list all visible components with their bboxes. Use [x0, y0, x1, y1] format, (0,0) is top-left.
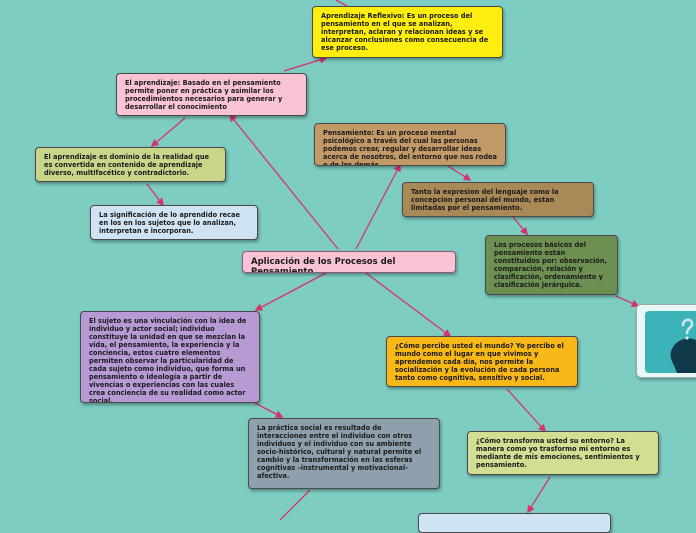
- edge-transforma-bottom: [527, 476, 551, 514]
- edge-central-percibe: [365, 272, 452, 337]
- edge-pensamiento-expresion: [447, 165, 472, 181]
- edge-procesos-image: [615, 295, 640, 307]
- edge-top-offscreen: [335, 0, 348, 7]
- connector-layer: [146, 0, 640, 520]
- node-aprendizaje-dominio[interactable]: El aprendizaje es dominio de la realidad…: [35, 147, 226, 182]
- node-percibe[interactable]: ¿Cómo percibe usted el mundo? Yo percibo…: [386, 336, 578, 387]
- edge-practica-bottom: [279, 489, 311, 520]
- node-procesos-basicos[interactable]: Los procesos básicos del pensamiento est…: [485, 235, 618, 295]
- node-expresion-lenguaje[interactable]: Tanto la expresion del lenguaje como la …: [402, 182, 594, 217]
- node-pensamiento[interactable]: Pensamiento: Es un proceso mental psicol…: [314, 123, 506, 166]
- edge-percibe-transforma: [506, 388, 547, 433]
- edge-aprendizaje-dominio: [150, 117, 186, 148]
- node-significacion[interactable]: La significación de lo aprendido recae e…: [90, 205, 258, 240]
- edge-aprendizaje-reflexivo: [283, 56, 328, 72]
- edge-central-sujeto: [254, 272, 327, 311]
- edge-central-aprendizaje: [229, 113, 339, 250]
- question-head-icon: [645, 311, 696, 373]
- node-practica-social[interactable]: La práctica social es resultado de inter…: [248, 418, 440, 489]
- node-aprendizaje-reflexivo[interactable]: Aprendizaje Reflexivo: Es un proceso del…: [312, 6, 503, 58]
- edge-sujeto-practica: [254, 402, 284, 418]
- node-sujeto[interactable]: El sujeto es una vinculación con la idea…: [80, 311, 260, 403]
- node-bottom-partial[interactable]: [418, 513, 611, 533]
- edge-dominio-significacion: [146, 183, 164, 207]
- node-transforma[interactable]: ¿Cómo transforma usted su entorno? La ma…: [467, 431, 659, 475]
- edge-central-pensamiento: [355, 163, 401, 250]
- image-node[interactable]: [636, 304, 696, 378]
- node-el-aprendizaje[interactable]: El aprendizaje: Basado en el pensamiento…: [116, 73, 307, 116]
- node-central-topic[interactable]: Aplicación de los Procesos del Pensamien…: [242, 251, 456, 273]
- edge-expresion-procesos: [512, 216, 528, 236]
